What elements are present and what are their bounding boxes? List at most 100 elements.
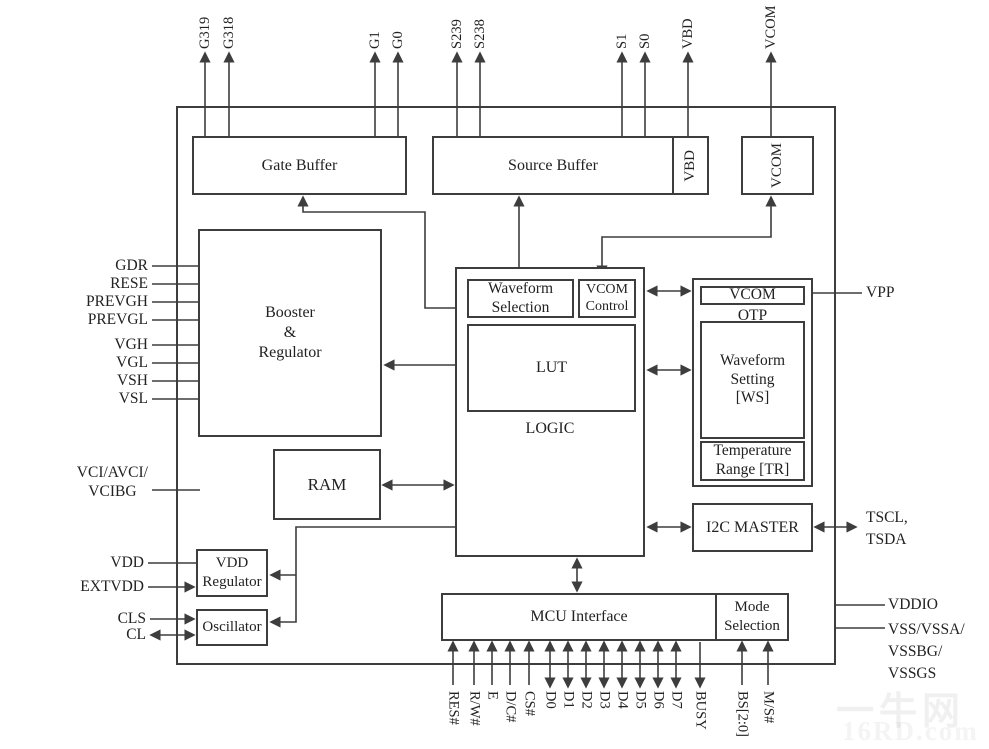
block-oscillator: Oscillator: [196, 609, 268, 646]
lut-label: LUT: [535, 359, 568, 377]
pin-label-tsda: TSDA: [866, 531, 907, 549]
waveform-selection-line-2: Selection: [491, 298, 550, 316]
arrow-vcom-control-vcom-block: [596, 195, 777, 277]
pin-label-cls: CLS: [117, 610, 146, 627]
waveform-setting-line-1: Waveform: [719, 352, 786, 370]
temperature-range-line-1: Temperature: [713, 442, 792, 460]
vdd-regulator-line-1: VDD: [215, 555, 249, 572]
pin-label-dc: D/C#: [502, 691, 519, 723]
pin-label-tscl-tsda: TSCL, TSDA: [866, 507, 908, 552]
pin-label-d5: D5: [632, 691, 649, 709]
pin-label-g1: G1: [367, 31, 383, 49]
pin-label-s238: S238: [472, 19, 488, 49]
pin-label-vdd: VDD: [110, 554, 144, 571]
pin-label-busy: BUSY: [692, 691, 709, 730]
pin-label-prevgh: PREVGH: [85, 293, 148, 310]
pin-label-rw: R/W#: [466, 691, 483, 726]
pin-label-vci: VCI/AVCI/ VCIBG: [77, 464, 148, 501]
gate-buffer-label: Gate Buffer: [261, 156, 338, 174]
pin-label-vss-line-2: VSSBG/: [888, 643, 943, 660]
pin-label-prevgl: PREVGL: [87, 311, 148, 328]
pin-label-cl: CL: [126, 626, 146, 643]
vcom-control-line-1: VCOM: [585, 281, 628, 297]
pin-label-vbd: VBD: [680, 18, 696, 49]
i2c-master-label: I2C MASTER: [706, 518, 799, 536]
block-source-buffer: Source Buffer VBD: [432, 136, 709, 195]
line-logic-clock-feed: [269, 526, 455, 628]
pin-label-ms: M/S#: [760, 691, 777, 724]
booster-line-1: Booster: [265, 304, 315, 321]
pin-label-d0: D0: [542, 691, 559, 709]
waveform-setting-line-2: Setting: [730, 370, 775, 388]
pin-label-vss-line-1: VSS/VSSA/: [888, 621, 965, 638]
mode-selection-line-2: Selection: [724, 618, 780, 634]
waveform-setting-line-3: [WS]: [735, 389, 770, 407]
pin-label-extvdd: EXTVDD: [80, 578, 144, 595]
pin-label-d7: D7: [668, 691, 685, 709]
vcom-control-line-2: Control: [585, 298, 629, 314]
block-waveform-selection: Waveform Selection: [467, 279, 574, 318]
pin-label-g0: G0: [390, 31, 406, 49]
pin-label-bs20: BS[2:0]: [734, 691, 751, 737]
booster-line-3: Regulator: [258, 344, 322, 361]
pin-label-cs: CS#: [521, 691, 538, 716]
pin-label-res: RES#: [445, 691, 462, 725]
pin-label-s239: S239: [449, 19, 465, 49]
pin-label-g319: G319: [197, 16, 213, 49]
vdd-regulator-line-2: Regulator: [202, 574, 262, 590]
pin-label-d6: D6: [650, 691, 667, 709]
block-vbd-compartment: VBD: [672, 138, 707, 193]
oscillator-label: Oscillator: [202, 619, 262, 636]
block-vdd-regulator: VDD Regulator: [196, 549, 268, 597]
pin-label-vsl: VSL: [118, 390, 148, 407]
mcu-interface-label: MCU Interface: [530, 608, 628, 625]
ram-label: RAM: [307, 474, 347, 494]
block-vcom: VCOM: [741, 136, 814, 195]
booster-line-2: &: [283, 324, 297, 341]
block-vcom-control: VCOM Control: [578, 279, 636, 318]
otp-vcom-label: VCOM: [729, 286, 776, 304]
pin-label-d1: D1: [560, 691, 577, 709]
pin-label-vci-line-2: VCIBG: [88, 482, 137, 500]
pin-label-vci-line-1: VCI/AVCI/: [76, 464, 148, 481]
block-booster-regulator: Booster & Regulator: [198, 229, 382, 437]
pin-label-s1: S1: [614, 33, 630, 49]
arrow-logic-to-gate-buffer: [297, 195, 455, 309]
block-gate-buffer: Gate Buffer: [192, 136, 407, 195]
pin-label-vcom: VCOM: [763, 5, 779, 49]
block-otp-vcom: VCOM: [700, 286, 805, 305]
chip-outline: [176, 106, 836, 665]
vcom-block-label: VCOM: [769, 142, 786, 188]
otp-label: OTP: [737, 307, 768, 324]
source-buffer-label: Source Buffer: [508, 156, 598, 174]
pin-label-d4: D4: [614, 691, 631, 709]
logic-label: LOGIC: [525, 420, 575, 437]
pin-label-vss: VSS/VSSA/ VSSBG/ VSSGS: [888, 619, 965, 685]
temperature-range-line-2: Range [TR]: [715, 461, 790, 478]
mode-selection-line-1: Mode: [734, 599, 770, 616]
pin-label-vss-line-3: VSSGS: [888, 665, 937, 682]
watermark-text: 一牛网: [836, 691, 966, 733]
pin-label-vpp: VPP: [866, 284, 895, 301]
source-buffer-label-area: Source Buffer: [434, 138, 672, 193]
pin-label-vgl: VGL: [116, 354, 148, 371]
block-otp: VCOM OTP Waveform Setting [WS] Temperatu…: [692, 278, 813, 487]
block-i2c-master: I2C MASTER: [692, 503, 813, 552]
pin-label-vsh: VSH: [116, 372, 148, 389]
pin-label-e: E: [484, 691, 501, 700]
block-temperature-range: Temperature Range [TR]: [700, 441, 805, 481]
pin-label-gdr: GDR: [115, 257, 148, 274]
vbd-label: VBD: [682, 149, 699, 182]
waveform-selection-line-1: Waveform: [487, 279, 554, 297]
block-logic: Waveform Selection VCOM Control LUT LOGI…: [455, 267, 645, 557]
pin-label-s0: S0: [637, 33, 653, 49]
block-mcu-interface: MCU Interface: [441, 593, 717, 641]
pin-label-vgh: VGH: [114, 336, 148, 353]
block-lut: LUT: [467, 324, 636, 412]
pin-label-d2: D2: [578, 691, 595, 709]
pin-label-tscl: TSCL,: [866, 509, 908, 526]
pin-label-rese: RESE: [110, 275, 148, 292]
watermark-url: 16RD.com: [842, 716, 979, 746]
